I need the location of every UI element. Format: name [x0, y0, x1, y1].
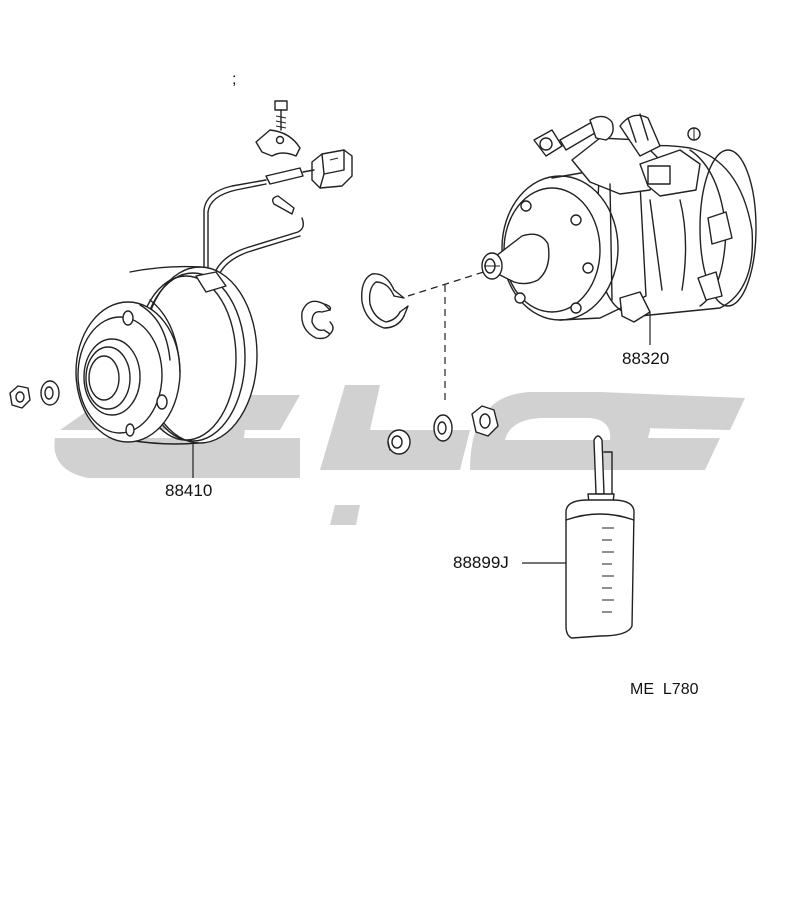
part-number-oil: 88899J [453, 553, 509, 572]
nut-left-1 [9, 385, 31, 409]
washer [433, 414, 453, 442]
lock-nut [471, 405, 499, 437]
compressor-oil-bottle [522, 435, 635, 639]
electrical-connector [311, 149, 353, 189]
bolt [274, 100, 288, 131]
part-number-clutch: 88410 [165, 481, 212, 500]
part-number-compressor: 88320 [622, 349, 669, 368]
harness-assembly [203, 100, 353, 285]
alignment-line-horizontal [407, 269, 491, 297]
stray-mark: ; [232, 71, 236, 88]
compressor-assembly [481, 113, 757, 345]
washer-left-2 [40, 380, 60, 406]
shim-washer [387, 429, 411, 455]
figure-code: ME L780 [630, 681, 699, 698]
snap-ring-large [361, 273, 409, 329]
magnetic-clutch [75, 265, 258, 478]
snap-ring-small [301, 300, 334, 340]
